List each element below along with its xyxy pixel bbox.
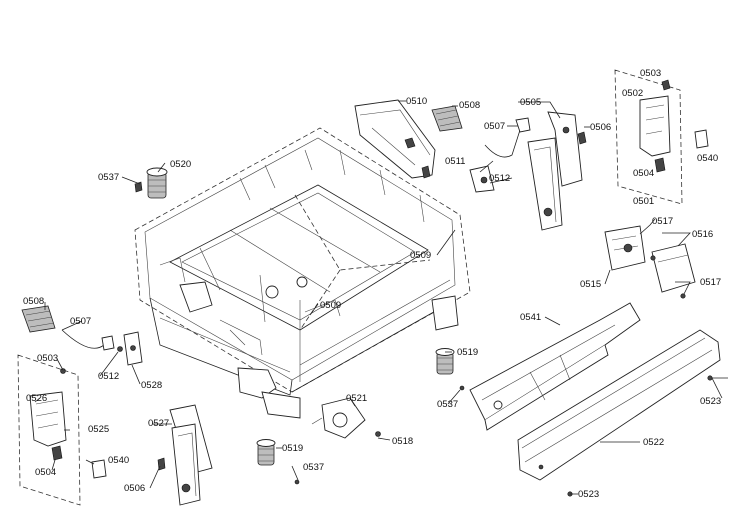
part-0528 (123, 331, 143, 366)
part-0540-top (694, 129, 709, 149)
label-0509-lower: 0509 (320, 300, 341, 311)
part-0525-bracket-assembly (17, 354, 81, 506)
part-0507-top (484, 117, 531, 158)
label-0503-top: 0503 (640, 68, 661, 79)
part-0505-hinge (527, 111, 583, 231)
part-0511-bracket (469, 165, 495, 193)
label-0512-top: 0512 (489, 173, 510, 184)
label-0508-top: 0508 (459, 100, 480, 111)
label-0522: 0522 (643, 437, 664, 448)
part-labels: 0503 0502 0540 0504 0501 0510 0508 0505 … (23, 68, 721, 500)
part-0527-hinge (169, 404, 213, 506)
label-0510: 0510 (406, 96, 427, 107)
label-0504-left: 0504 (35, 467, 56, 478)
label-0540-left: 0540 (108, 455, 129, 466)
part-0522-panel (517, 329, 721, 497)
label-0515: 0515 (580, 279, 601, 290)
label-0537-lower: 0537 (303, 462, 324, 473)
label-0537-top: 0537 (98, 172, 119, 183)
label-0511: 0511 (445, 156, 465, 167)
part-0519-lower (256, 439, 300, 485)
label-0523-right: 0523 (700, 396, 721, 407)
label-0506-top: 0506 (590, 122, 611, 133)
label-0526: 0526 (26, 393, 47, 404)
part-0507-left (61, 329, 115, 351)
part-0506-screw (577, 131, 587, 145)
part-0508-left (21, 305, 56, 333)
part-0520-foot (146, 167, 168, 199)
label-0517-top: 0517 (652, 216, 673, 227)
part-0508-top (431, 105, 463, 132)
part-0521-valve (311, 397, 381, 439)
label-0507-left: 0507 (70, 316, 91, 327)
label-0525: 0525 (88, 424, 109, 435)
label-0505: 0505 (520, 97, 541, 108)
label-0503-left: 0503 (37, 353, 58, 364)
label-0501: 0501 (633, 196, 654, 207)
part-0515 (604, 225, 646, 271)
label-0507-top: 0507 (484, 121, 505, 132)
label-0540-top: 0540 (697, 153, 718, 164)
label-0520: 0520 (170, 159, 191, 170)
label-0516: 0516 (692, 229, 713, 240)
label-0527: 0527 (148, 418, 169, 429)
label-0523-lower: 0523 (578, 489, 599, 500)
label-0537-right: 0537 (437, 399, 458, 410)
label-0512-left: 0512 (98, 371, 119, 382)
part-0516 (651, 243, 696, 293)
leader-lines (34, 100, 728, 495)
label-0518: 0518 (392, 436, 413, 447)
part-0537-top-screw (134, 181, 143, 193)
part-0517-screws (650, 255, 686, 299)
label-0509-top: 0509 (410, 250, 431, 261)
tub-base-frame (134, 127, 471, 419)
label-0504-top: 0504 (633, 168, 654, 179)
label-0541: 0541 (520, 312, 541, 323)
label-0521: 0521 (346, 393, 367, 404)
part-0501-bracket-assembly (614, 69, 683, 205)
part-0512-left (117, 346, 123, 352)
label-0506-left: 0506 (124, 483, 145, 494)
label-0508-left: 0508 (23, 296, 44, 307)
label-0517-right: 0517 (700, 277, 721, 288)
label-0502: 0502 (622, 88, 643, 99)
label-0528: 0528 (141, 380, 162, 391)
label-0519-lower: 0519 (282, 443, 303, 454)
part-0540-left (91, 459, 107, 479)
part-0541-panel (469, 302, 641, 431)
part-0510-housing (354, 99, 436, 179)
label-0519-right: 0519 (457, 347, 478, 358)
